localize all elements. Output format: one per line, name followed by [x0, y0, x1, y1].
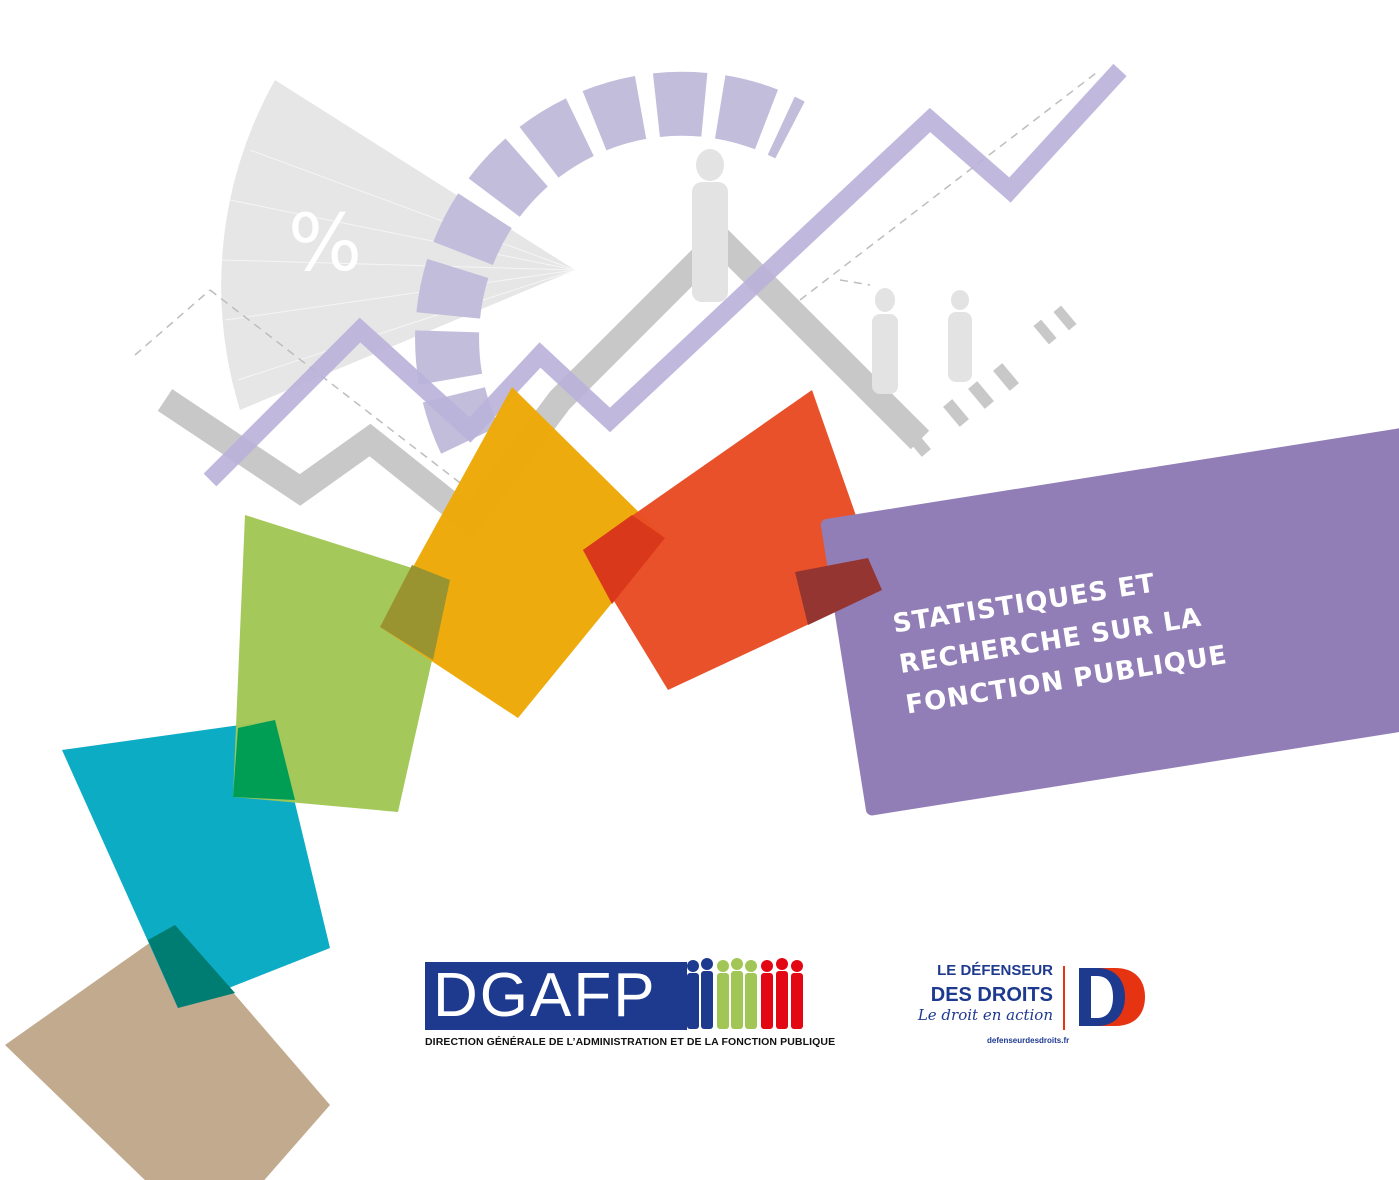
tile-teal-overlap — [148, 925, 235, 1008]
pie-hatching — [221, 149, 576, 381]
defenseur-des-droits-logo: LE DÉFENSEUR DES DROITS Le droit en acti… — [915, 962, 1155, 1052]
ddd-url: defenseurdesdroits.fr — [987, 1036, 1070, 1045]
percent-symbol: % — [288, 199, 362, 289]
dgafp-acronym-box: DGAFP — [425, 962, 687, 1030]
ddd-line-2: DES DROITS — [930, 984, 1053, 1006]
ddd-tagline: Le droit en action — [917, 1006, 1053, 1024]
dgafp-acronym: DGAFP — [433, 961, 657, 1030]
tile-orange — [380, 387, 665, 718]
people-group-icon — [687, 958, 803, 1029]
pie-segment-graphic — [221, 80, 575, 410]
tile-orange-overlap — [380, 565, 450, 660]
ddd-separator — [1063, 966, 1065, 1030]
dgafp-subtitle: Direction générale de l’administration e… — [425, 1036, 836, 1048]
people-silhouettes — [692, 149, 972, 394]
dd-monogram-icon — [1079, 968, 1145, 1026]
tile-green-overlap — [233, 720, 295, 800]
tile-sand — [5, 925, 330, 1180]
lavender-trend-line — [203, 63, 1127, 487]
dgafp-logo: DGAFP Direction générale de l’administra… — [425, 958, 836, 1053]
ddd-line-1: LE DÉFENSEUR — [937, 962, 1053, 979]
tick-marks — [838, 305, 1077, 457]
tile-red-overlap — [583, 515, 665, 604]
tile-green — [233, 515, 450, 812]
gauge-ring — [415, 71, 805, 454]
